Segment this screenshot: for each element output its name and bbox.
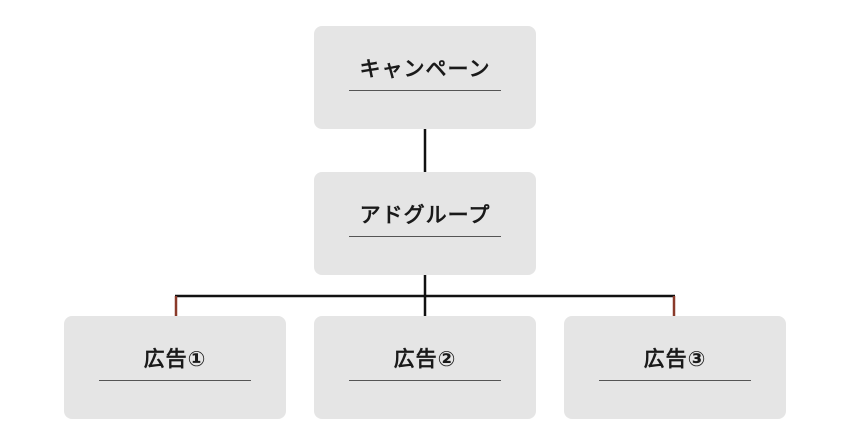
node-ad-3: 広告③ [564,316,786,419]
node-ad-2-label: 広告② [393,347,457,371]
node-ad-3-underline [599,380,751,381]
node-ad-1-label: 広告① [143,347,207,371]
node-adgroup: アドグループ [314,172,536,275]
node-campaign: キャンペーン [314,26,536,129]
node-ad-1: 広告① [64,316,286,419]
node-campaign-label: キャンペーン [359,57,491,81]
node-ad-3-label: 広告③ [643,347,707,371]
node-campaign-underline [349,90,501,91]
node-ad-1-underline [99,380,251,381]
node-ad-2: 広告② [314,316,536,419]
node-ad-2-underline [349,380,501,381]
node-adgroup-underline [349,236,501,237]
node-adgroup-label: アドグループ [359,203,491,227]
